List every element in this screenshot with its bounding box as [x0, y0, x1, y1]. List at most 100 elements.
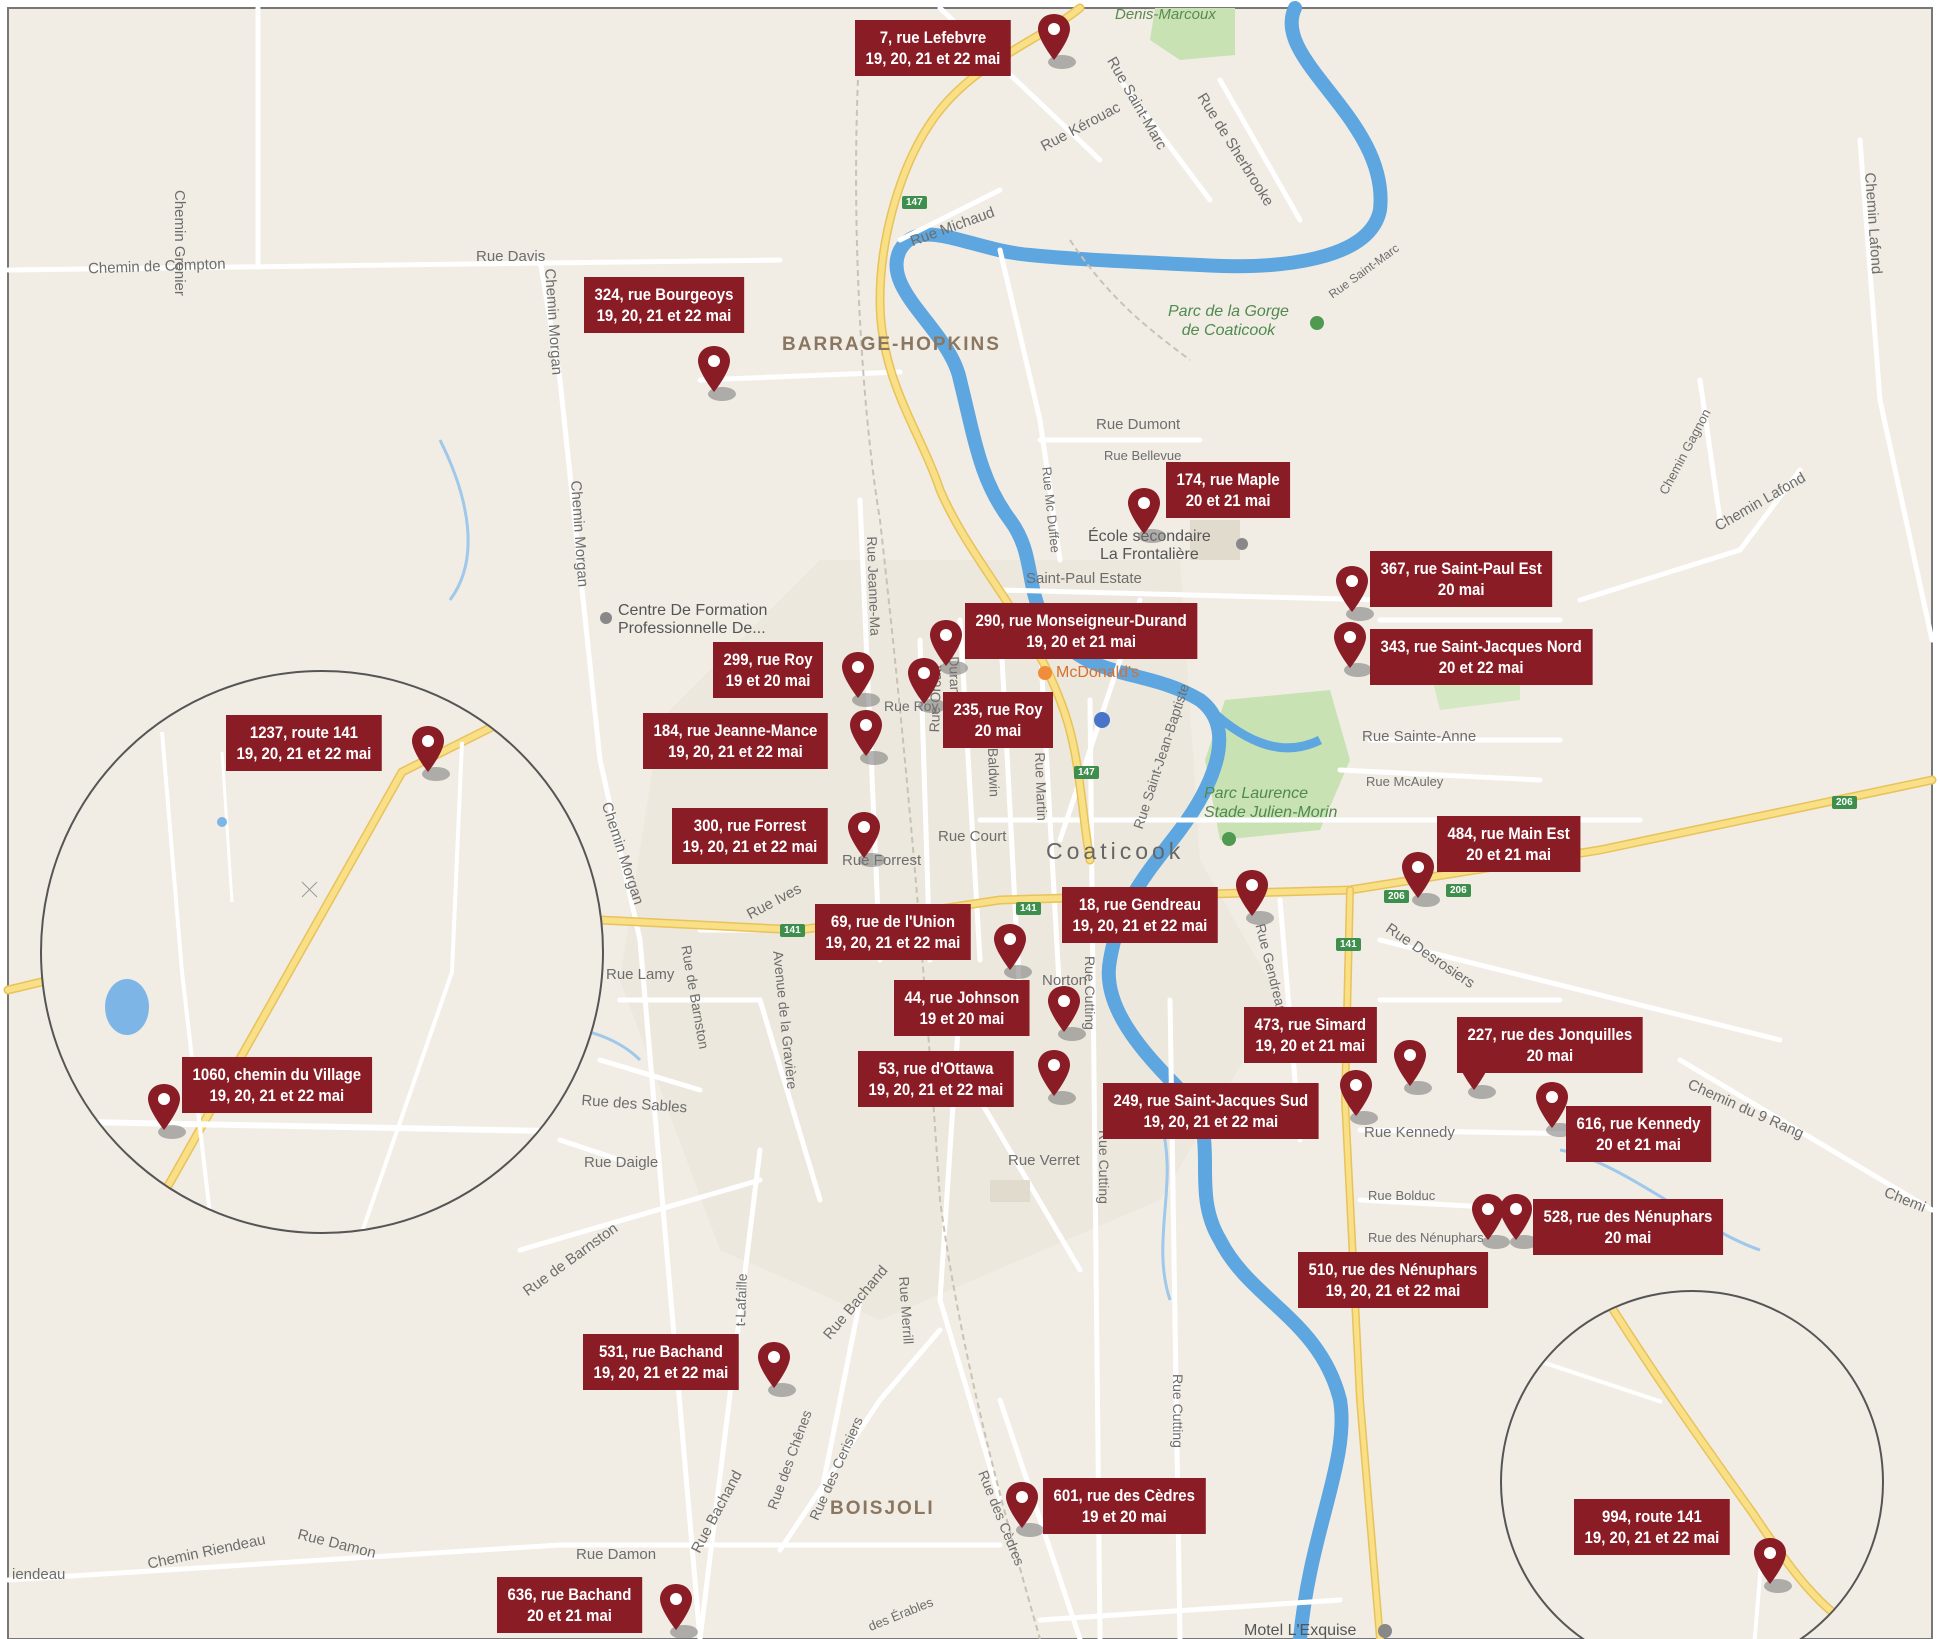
sale-address: 531, rue Bachand — [598, 1342, 723, 1361]
pin-roy-235[interactable] — [906, 658, 950, 714]
pin-route-1237[interactable] — [410, 726, 454, 782]
school-icon-2 — [600, 612, 612, 624]
pin-route-994[interactable] — [1752, 1538, 1796, 1594]
stadium-icon — [1222, 832, 1236, 846]
route-shield-206-b: 206 — [1446, 884, 1471, 897]
street-rue-kennedy: Rue Kennedy — [1364, 1124, 1455, 1141]
school-icon — [1236, 538, 1248, 550]
sale-dates: 19, 20, 21 et 22 mai — [236, 744, 372, 763]
pin-forrest[interactable] — [846, 812, 890, 868]
pin-village[interactable] — [146, 1084, 190, 1140]
poi-mcdonalds: McDonald's — [1056, 664, 1140, 681]
pin-ottawa[interactable] — [1036, 1050, 1080, 1106]
sale-dates: 19 et 20 mai — [725, 671, 811, 690]
sale-label-maple[interactable]: 174, rue Maple 20 et 21 mai — [1166, 462, 1291, 518]
sale-label-johnson[interactable]: 44, rue Johnson 19 et 20 mai — [894, 980, 1030, 1036]
sale-dates: 19, 20 et 21 mai — [1026, 632, 1137, 651]
pin-bachand-531[interactable] — [756, 1342, 800, 1398]
street-rue-verret: Rue Verret — [1008, 1152, 1080, 1169]
route-shield-147-south: 147 — [1074, 766, 1099, 779]
pin-union[interactable] — [992, 924, 1036, 980]
sale-address: 174, rue Maple — [1176, 470, 1280, 489]
sale-dates: 20 et 21 mai — [527, 1606, 612, 1625]
sale-dates: 20 et 21 mai — [1596, 1135, 1681, 1154]
sale-address: 300, rue Forrest — [693, 816, 807, 835]
park-icon — [1310, 316, 1324, 330]
shopping-cart-icon — [1094, 712, 1110, 728]
pin-lefebvre[interactable] — [1036, 14, 1080, 70]
pin-roy-299[interactable] — [840, 652, 884, 708]
sale-address: 7, rue Lefebvre — [879, 28, 987, 47]
park-gorge-de-coaticook: Parc de la Gorge de Coaticook — [1168, 303, 1289, 339]
pin-saint-paul-est[interactable] — [1334, 566, 1378, 622]
street-lafaille: t-Lafaille — [732, 1273, 750, 1327]
restaurant-icon — [1038, 666, 1052, 680]
sale-dates: 20 et 21 mai — [1185, 491, 1271, 510]
pin-nenuphars-528[interactable] — [1498, 1194, 1542, 1250]
pin-nenuphars-510[interactable] — [1470, 1194, 1514, 1250]
parc-laurence-area — [1205, 690, 1350, 840]
street-rue-mcauley: Rue McAuley — [1366, 774, 1444, 789]
sale-dates: 19, 20, 21 et 22 mai — [596, 306, 732, 325]
sale-label-monseigneur-durand[interactable]: 290, rue Monseigneur-Durand 19, 20 et 21 … — [965, 603, 1198, 659]
sale-label-bachand-636[interactable]: 636, rue Bachand 20 et 21 mai — [497, 1577, 643, 1633]
sale-address: 636, rue Bachand — [507, 1585, 632, 1604]
pin-bourgeoys[interactable] — [696, 346, 740, 402]
sale-address: 1060, chemin du Village — [192, 1065, 362, 1084]
sale-dates: 20 mai — [1604, 1228, 1652, 1247]
sale-address: 343, rue Saint-Jacques Nord — [1380, 637, 1582, 656]
street-saint-paul-estate: Saint-Paul Estate — [1026, 570, 1142, 587]
sale-address: 1237, route 141 — [249, 723, 358, 742]
sale-address: 473, rue Simard — [1254, 1015, 1366, 1034]
pin-jeanne-mance[interactable] — [848, 710, 892, 766]
street-chemin-grenier: Chemin Grenier — [171, 190, 188, 296]
pin-bachand-636[interactable] — [658, 1584, 702, 1639]
sale-address: 290, rue Monseigneur-Durand — [975, 611, 1187, 630]
pin-main-est[interactable] — [1400, 852, 1444, 908]
pin-johnson[interactable] — [1046, 986, 1090, 1042]
street-rue-martin: Rue Martin — [1032, 752, 1051, 821]
pin-gendreau[interactable] — [1234, 870, 1278, 926]
sale-label-kennedy[interactable]: 616, rue Kennedy 20 et 21 mai — [1566, 1106, 1712, 1162]
sale-address: 616, rue Kennedy — [1576, 1114, 1701, 1133]
sale-dates: 19, 20, 21 et 22 mai — [868, 1080, 1004, 1099]
pin-saint-jacques-nord[interactable] — [1332, 622, 1376, 678]
route-shield-206-a: 206 — [1384, 890, 1409, 903]
sale-dates: 19 et 20 mai — [919, 1009, 1005, 1028]
route-shield-141-west: 141 — [780, 924, 805, 937]
pin-saint-jacques-sud[interactable] — [1338, 1070, 1382, 1126]
pin-cedres[interactable] — [1004, 1482, 1048, 1538]
route-shield-147-north: 147 — [902, 196, 927, 209]
sale-address: 44, rue Johnson — [904, 988, 1020, 1007]
sale-address: 994, route 141 — [1602, 1507, 1702, 1526]
pin-monseigneur-durand[interactable] — [928, 620, 972, 676]
district-boisjoli: BOISJOLI — [830, 1498, 935, 1519]
street-rue-jeanne-mance: Rue Jeanne-Ma — [864, 536, 884, 637]
route-shield-141-center: 141 — [1016, 902, 1041, 915]
pin-simard[interactable] — [1392, 1040, 1436, 1096]
pin-maple[interactable] — [1126, 488, 1170, 544]
sale-label-route-1237[interactable]: 1237, route 141 19, 20, 21 et 22 mai — [226, 715, 382, 771]
